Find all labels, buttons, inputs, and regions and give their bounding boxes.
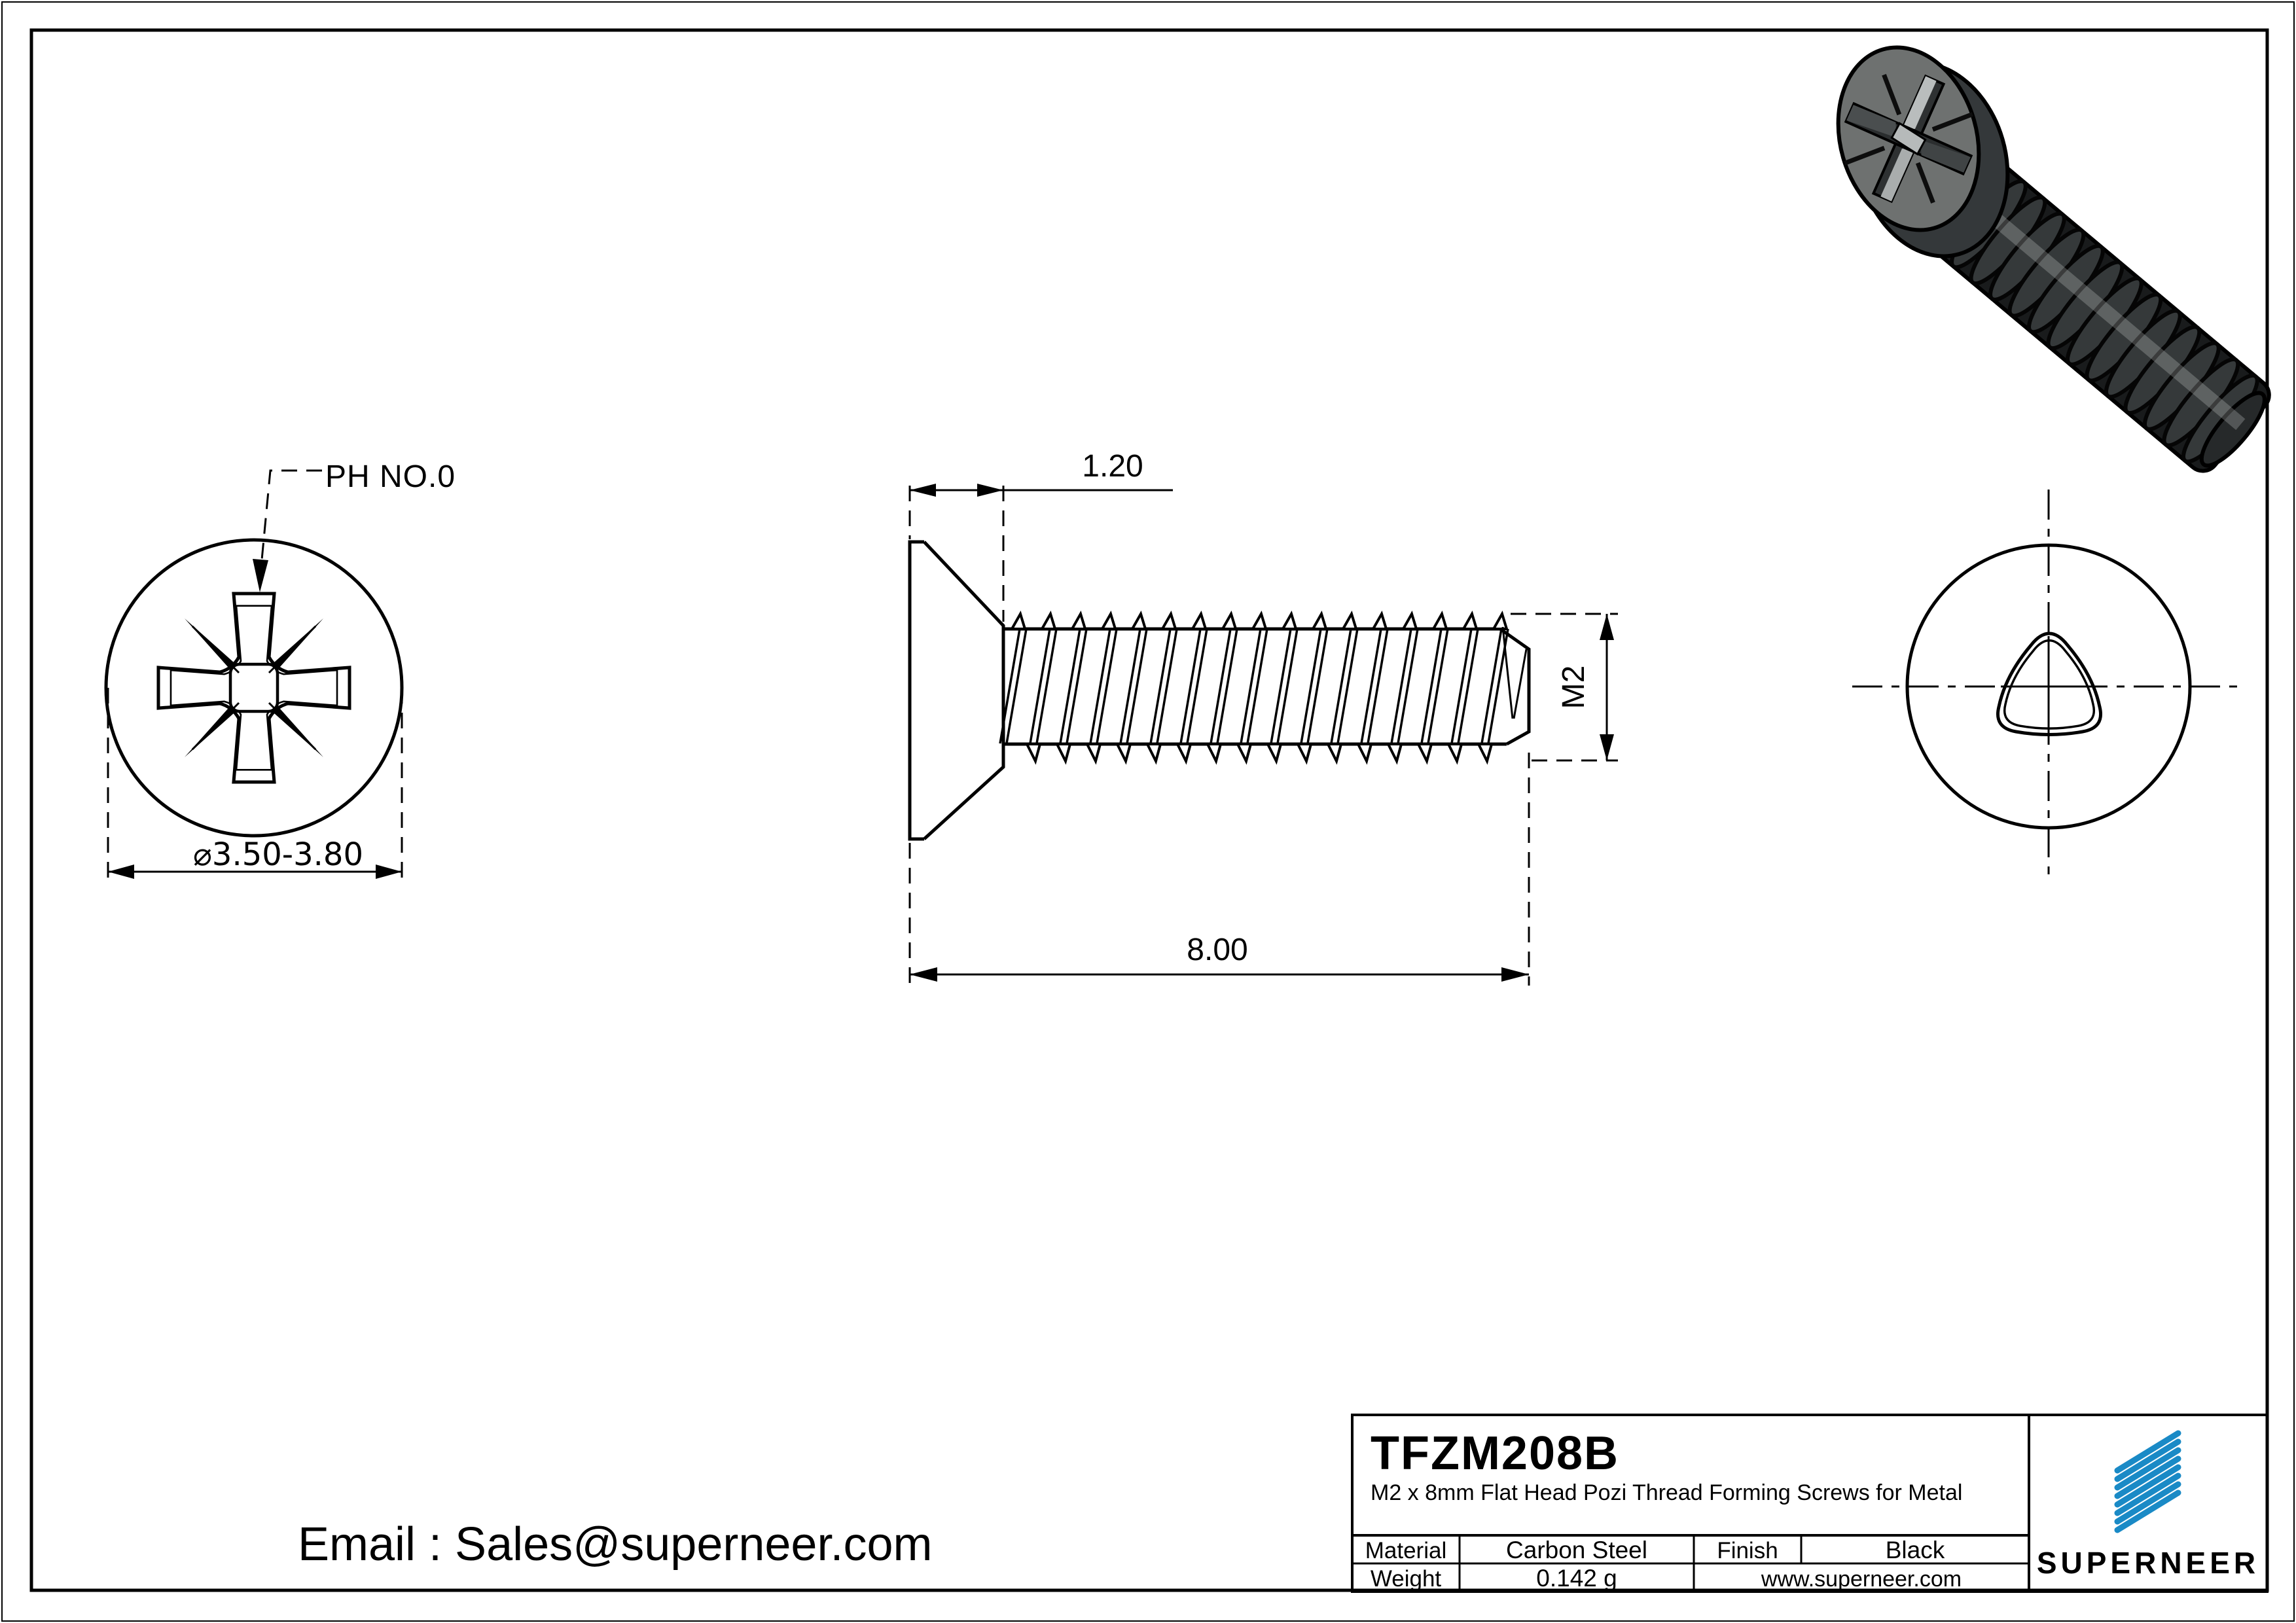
pozi-center-square: [228, 662, 279, 713]
weight-value: 0.142 g: [1536, 1565, 1617, 1592]
title-block: TFZM208B M2 x 8mm Flat Head Pozi Thread …: [1351, 1414, 2269, 1593]
recess-label: PH NO.0: [325, 459, 456, 494]
pozi-flash-marks: [185, 618, 323, 757]
length-dimension: 8.00: [908, 753, 1530, 986]
finish-value: Black: [1886, 1537, 1945, 1563]
thread-teeth-bottom: [1024, 743, 1494, 765]
end-view: [1852, 490, 2246, 883]
leader-dashed-line: [260, 469, 322, 567]
length-value: 8.00: [1187, 933, 1247, 967]
material-label: Material: [1365, 1538, 1446, 1563]
screw-3d-render: [1836, 45, 2271, 473]
centerlines: [1852, 490, 2246, 883]
trilobular-inner: [2003, 639, 2095, 730]
drawing-frame-border: [29, 28, 2269, 1592]
thread-teeth-top: [1009, 610, 1509, 630]
head-height-dimension: 1.20: [908, 449, 1173, 622]
head-diameter-dimension: ⌀3.50-3.80: [107, 688, 403, 882]
trilobular-outer: [1996, 632, 2102, 736]
material-value: Carbon Steel: [1506, 1537, 1647, 1563]
side-view: 1.20 8.00 M2: [908, 449, 1618, 986]
thread-size-dimension: M2: [1511, 613, 1618, 762]
brand-name: SUPERNEER: [2037, 1546, 2259, 1580]
leader-arrowhead: [253, 559, 268, 592]
weight-label: Weight: [1371, 1566, 1442, 1592]
screw-3d-pozi-recess: [1844, 74, 1973, 204]
recess-leader: PH NO.0: [253, 459, 456, 592]
brand-logo-icon: [2114, 1430, 2181, 1533]
thread-flank-lines: [999, 628, 1509, 744]
website-link[interactable]: www.superneer.com: [1761, 1567, 1962, 1592]
part-number: TFZM208B: [1371, 1427, 1619, 1480]
head-diameter-value: ⌀3.50-3.80: [193, 836, 363, 873]
pozi-recess: [156, 592, 351, 784]
contact-email: Email : Sales@superneer.com: [298, 1518, 933, 1571]
thread-size-value: M2: [1556, 666, 1591, 709]
part-description: M2 x 8mm Flat Head Pozi Thread Forming S…: [1371, 1480, 1962, 1505]
screw-tip: [1499, 626, 1531, 746]
pozi-cross-outer: [156, 592, 351, 784]
screw-head-profile: [908, 540, 1005, 841]
finish-label: Finish: [1717, 1538, 1778, 1563]
front-view: PH NO.0 ⌀3.50-3.80: [104, 459, 456, 882]
title-block-border: [1351, 1414, 2269, 1593]
head-height-value: 1.20: [1082, 449, 1143, 484]
